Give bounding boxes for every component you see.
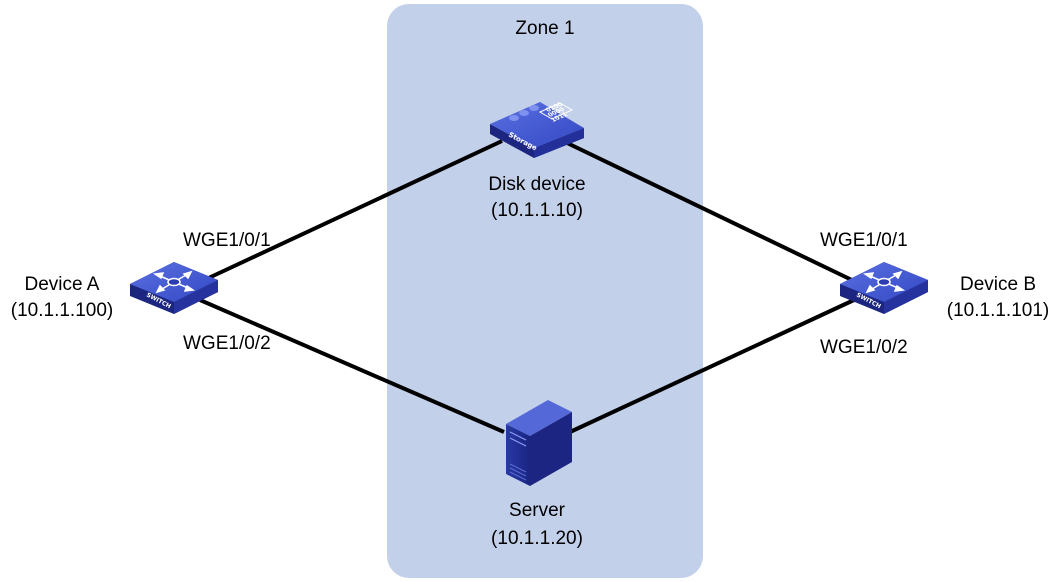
server-ip: (10.1.1.20) [491,528,583,549]
storage-digits-3: 1011 [549,112,569,124]
link-disk-deviceb [562,139,857,284]
server-name: Server [509,500,566,521]
disk-ip: (10.1.1.10) [491,200,583,221]
device-a-port1: WGE1/0/1 [183,230,271,251]
device-a-ip: (10.1.1.100) [11,300,113,321]
server-icon [506,400,572,486]
zone-area [387,4,703,578]
disk-name: Disk device [488,174,585,195]
device-b-port2: WGE1/0/2 [820,337,908,358]
link-devicea-server [199,298,505,434]
switch-icon: SWITCH [840,262,928,314]
link-server-deviceb [569,298,855,434]
device-a-port2: WGE1/0/2 [183,333,271,354]
device-b-ip: (10.1.1.101) [947,300,1049,321]
link-devicea-disk [199,139,503,284]
device-a-name: Device A [25,274,100,295]
device-b-name: Device B [960,274,1036,295]
storage-icon: 0100 0000 1011 Storage [490,101,584,158]
switch-icon: SWITCH [130,262,218,314]
zone-label: Zone 1 [515,18,574,39]
device-b-port1: WGE1/0/1 [820,230,908,251]
